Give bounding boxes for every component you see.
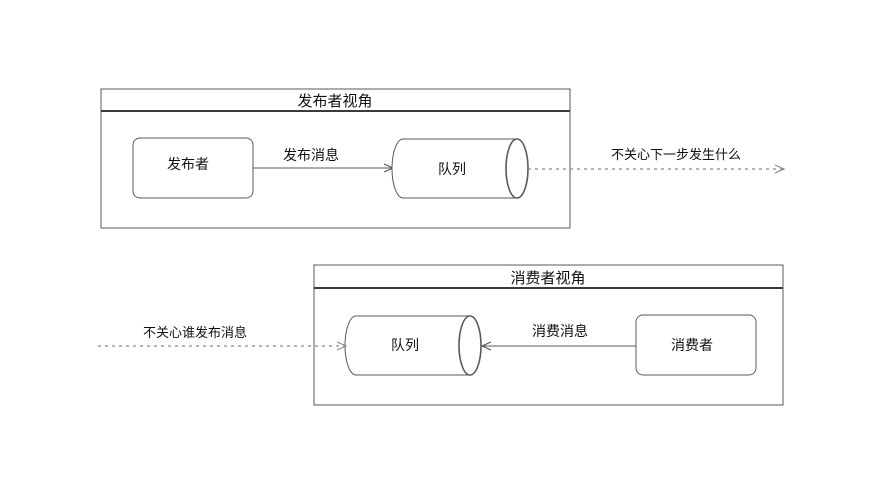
consumer-view-title: 消费者视角 xyxy=(510,269,585,287)
consumer-queue-label: 队列 xyxy=(391,338,419,354)
consume-message-label: 消费消息 xyxy=(532,323,588,340)
publisher-queue-label: 队列 xyxy=(438,162,466,178)
publish-message-label: 发布消息 xyxy=(283,147,339,164)
publisher-view-title: 发布者视角 xyxy=(297,92,372,110)
upstream-note: 不关心谁发布消息 xyxy=(143,325,247,341)
publisher-queue-cylinder: 队列 xyxy=(391,138,529,199)
downstream-note: 不关心下一步发生什么 xyxy=(611,147,741,163)
publisher-node: 发布者 xyxy=(132,137,254,199)
consumer-label: 消费者 xyxy=(671,338,713,354)
publisher-label: 发布者 xyxy=(167,157,209,173)
consumer-node: 消费者 xyxy=(635,314,757,376)
consumer-queue-cylinder: 队列 xyxy=(344,315,482,376)
